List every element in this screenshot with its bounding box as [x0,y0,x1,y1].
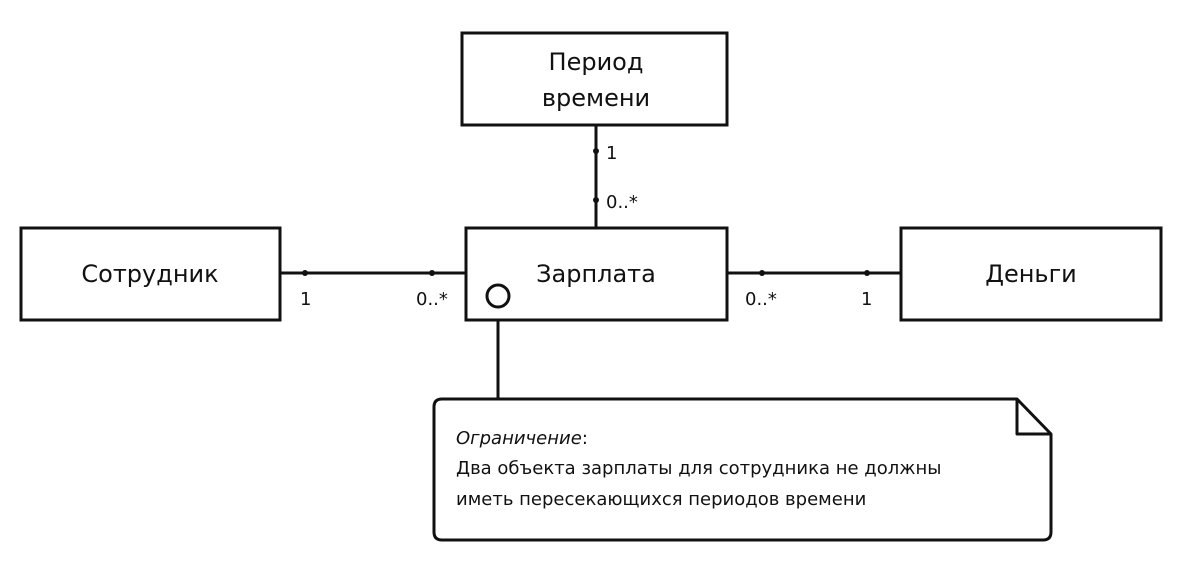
mult-salary-left-end: 0..* [416,289,448,310]
mult-employee-end: 1 [300,289,311,310]
money-end-dot [864,270,870,276]
class-money[interactable]: Деньги [899,226,1163,322]
note-title: Ограничение [456,428,582,449]
note-line-2: иметь пересекающихся периодов времени [456,489,866,510]
mult-money-end: 1 [861,289,872,310]
class-period-label-line1: Период [549,48,644,76]
class-salary-label: Зарплата [536,260,656,288]
class-period-label-line2: времени [542,84,650,112]
class-money-label: Деньги [985,260,1077,288]
class-period[interactable]: Период времени [460,31,729,127]
note-title-line: Ограничение: [456,428,588,449]
note-body [432,397,1053,542]
class-employee[interactable]: Сотрудник [19,226,282,322]
employee-end-dot [302,270,308,276]
salary-top-end-dot [593,197,599,203]
note-anchor-circle [485,283,511,309]
period-end-dot [593,148,599,154]
salary-right-end-dot [759,270,765,276]
constraint-note[interactable]: Ограничение: Два объекта зарплаты для со… [432,397,1053,542]
class-salary[interactable]: Зарплата [464,226,729,322]
mult-salary-top-end: 0..* [606,192,638,213]
salary-left-end-dot [429,270,435,276]
class-employee-label: Сотрудник [81,260,218,288]
note-folded-corner [1015,399,1051,436]
mult-period-end: 1 [606,143,617,164]
note-line-1: Два объекта зарплаты для сотрудника не д… [456,458,941,479]
mult-salary-right-end: 0..* [745,289,777,310]
note-title-colon: : [582,428,588,449]
